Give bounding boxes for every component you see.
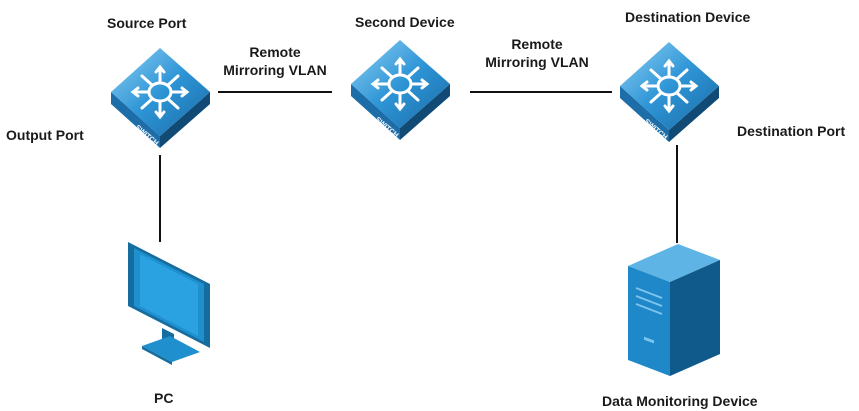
switch-icon: SWITCH (620, 42, 719, 142)
data-monitoring-device (620, 244, 730, 384)
output-port-label: Output Port (6, 127, 84, 143)
link2-label-line1: Remote (511, 36, 563, 52)
source-port-label: Source Port (107, 15, 187, 31)
link2-label-line2: Mirroring VLAN (485, 54, 589, 70)
destination-switch: SWITCH (612, 34, 727, 149)
pc-label: PC (154, 390, 174, 406)
data-monitoring-device-label: Data Monitoring Device (602, 393, 758, 409)
source-switch: SWITCH (103, 40, 218, 155)
link1-label-line1: Remote (249, 44, 301, 60)
switch-icon: SWITCH (351, 40, 450, 140)
server-icon (628, 244, 720, 376)
link1-label-line2: Mirroring VLAN (223, 62, 327, 78)
switch-icon: SWITCH (111, 48, 210, 148)
destination-device-label: Destination Device (625, 9, 751, 25)
pc (118, 240, 218, 370)
destination-port-label: Destination Port (737, 123, 846, 139)
monitor-icon (128, 242, 210, 365)
second-device-label: Second Device (355, 14, 455, 30)
second-switch: SWITCH (343, 32, 458, 147)
